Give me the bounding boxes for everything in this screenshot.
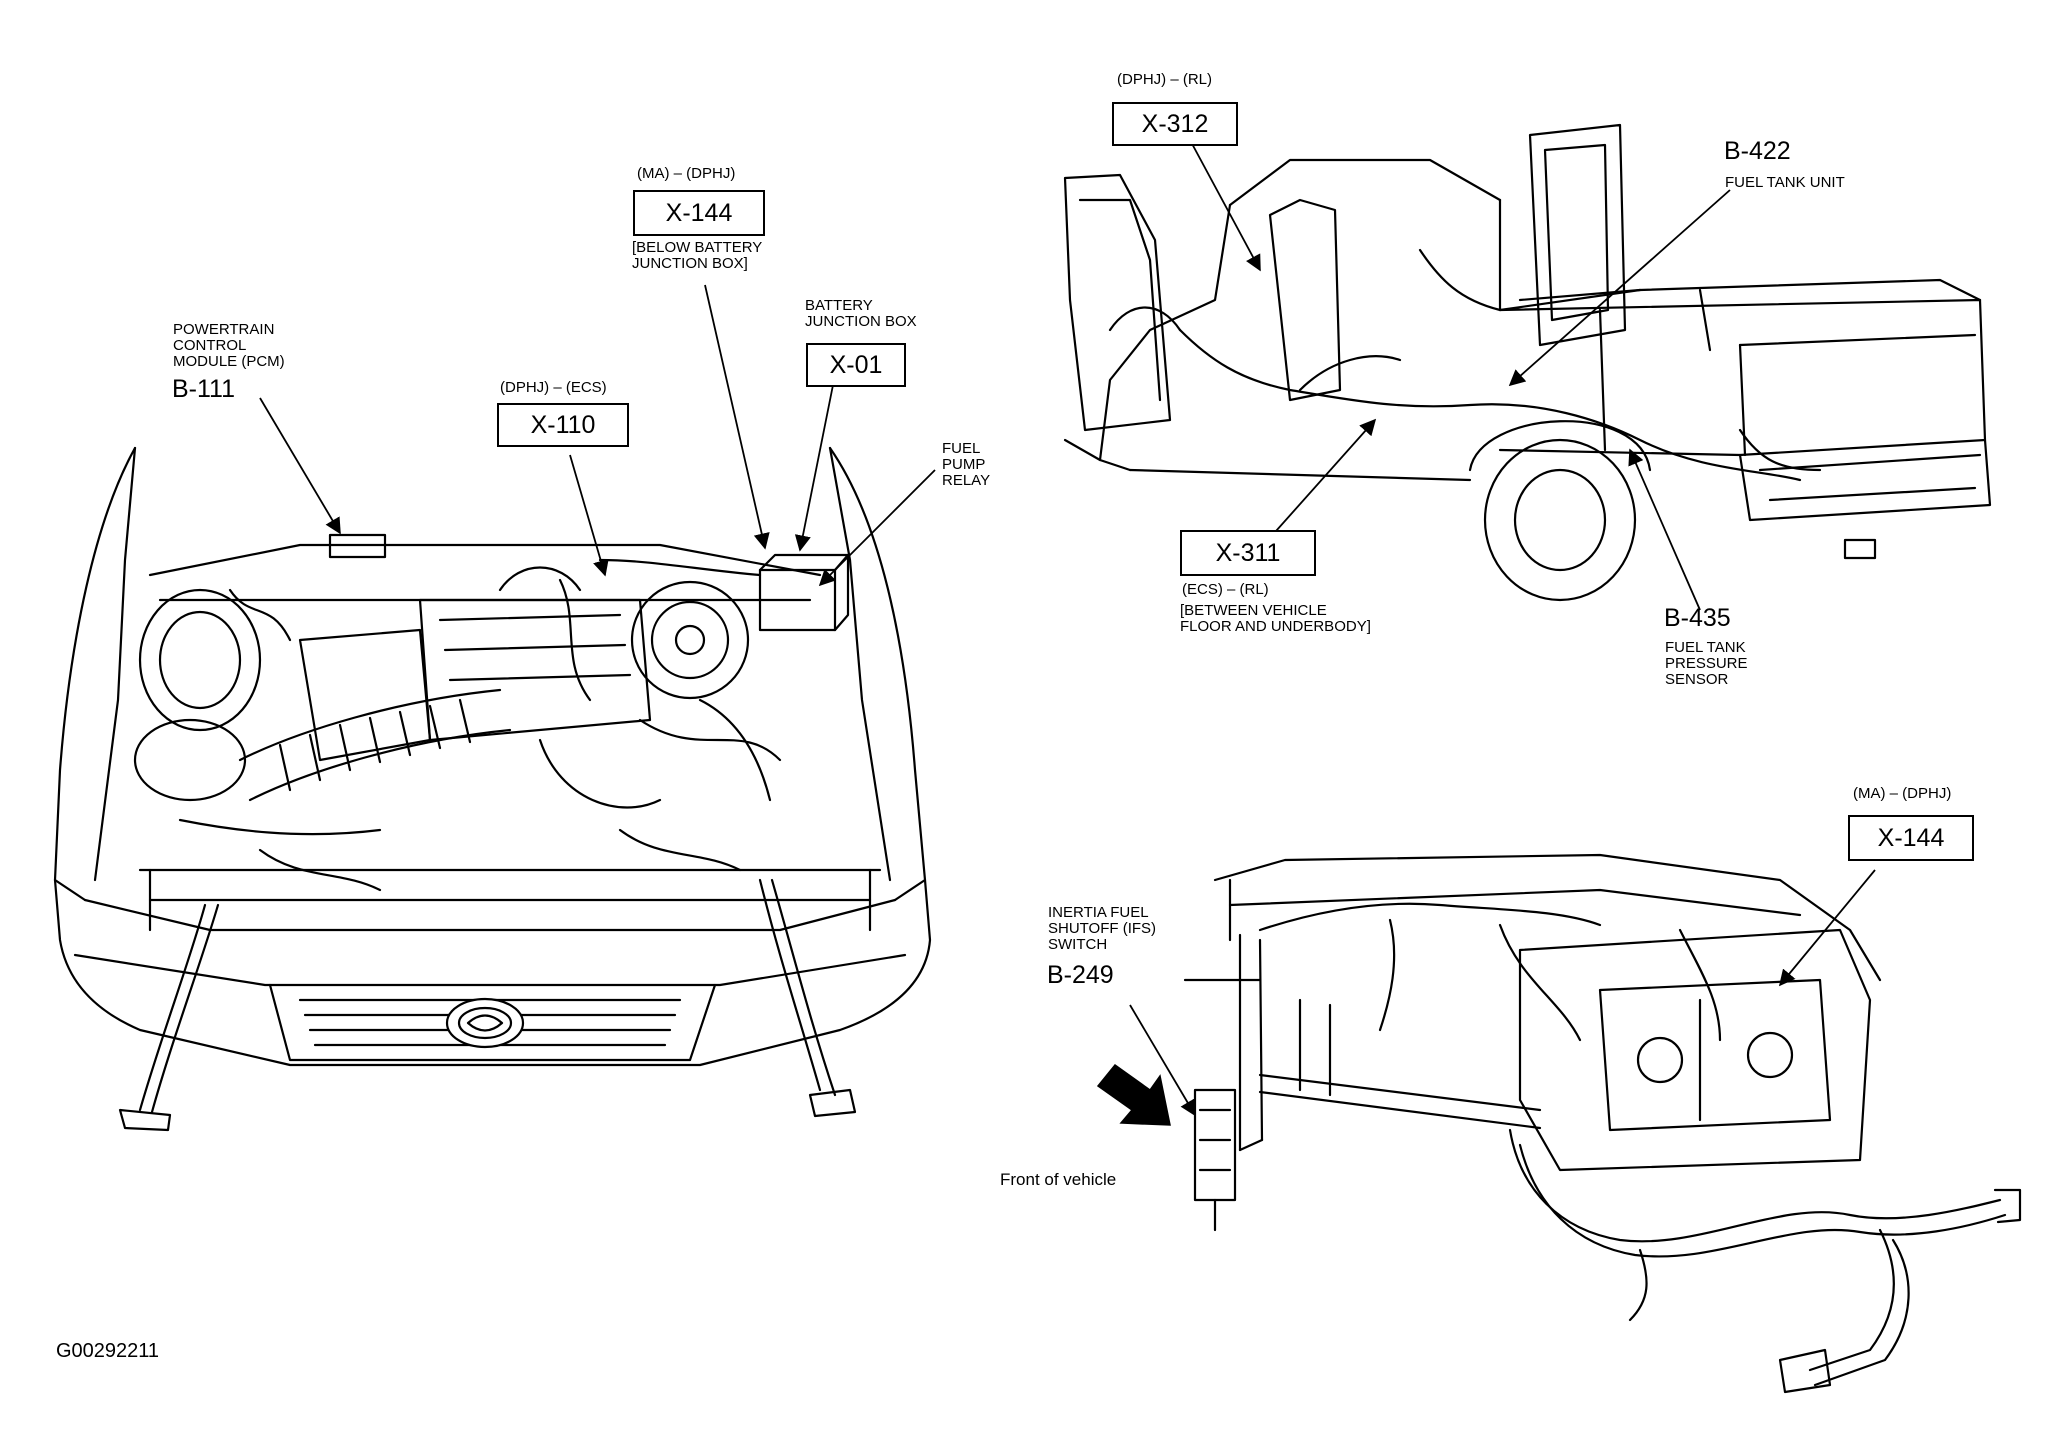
pickup-truck-drawing: [1063, 123, 1992, 602]
x01-connector-box: X-01: [806, 343, 906, 387]
x144-engine-note: [BELOW BATTERY JUNCTION BOX]: [632, 239, 763, 273]
pcm-code: B-111: [172, 375, 236, 403]
x312-tag: (DPHJ) – (RL): [1117, 71, 1213, 88]
dashboard-drawing: [1183, 853, 2022, 1394]
b249-code: B-249: [1047, 961, 1114, 989]
x01-caption: BATTERY JUNCTION BOX: [805, 297, 917, 331]
x144-dash-connector-box: X-144: [1848, 815, 1974, 861]
x144-engine-connector-box: X-144: [633, 190, 765, 236]
x110-tag: (DPHJ) – (ECS): [500, 379, 607, 396]
figure-id: G00292211: [56, 1340, 160, 1362]
x110-connector-box: X-110: [497, 403, 629, 447]
x312-connector-box: X-312: [1112, 102, 1238, 146]
b422-caption: FUEL TANK UNIT: [1725, 174, 1845, 191]
b422-code: B-422: [1724, 137, 1791, 165]
front-direction-arrow: [1096, 1063, 1171, 1126]
x144-engine-tag: (MA) – (DPHJ): [637, 165, 736, 182]
b249-caption: INERTIA FUEL SHUTOFF (IFS) SWITCH: [1048, 904, 1157, 954]
x311-note: [BETWEEN VEHICLE FLOOR AND UNDERBODY]: [1180, 602, 1371, 636]
b435-code: B-435: [1664, 604, 1731, 632]
x311-connector-box: X-311: [1180, 530, 1316, 576]
pcm-caption: POWERTRAIN CONTROL MODULE (PCM): [173, 321, 285, 371]
fuel-pump-relay-caption: FUEL PUMP RELAY: [942, 440, 991, 490]
front-of-vehicle-label: Front of vehicle: [1000, 1170, 1117, 1189]
leader-lines: [259, 139, 1876, 1117]
x144-dash-tag: (MA) – (DPHJ): [1853, 785, 1952, 802]
b435-caption: FUEL TANK PRESSURE SENSOR: [1665, 639, 1748, 689]
x311-tag: (ECS) – (RL): [1182, 581, 1269, 598]
engine-bay-drawing: [53, 446, 932, 1132]
